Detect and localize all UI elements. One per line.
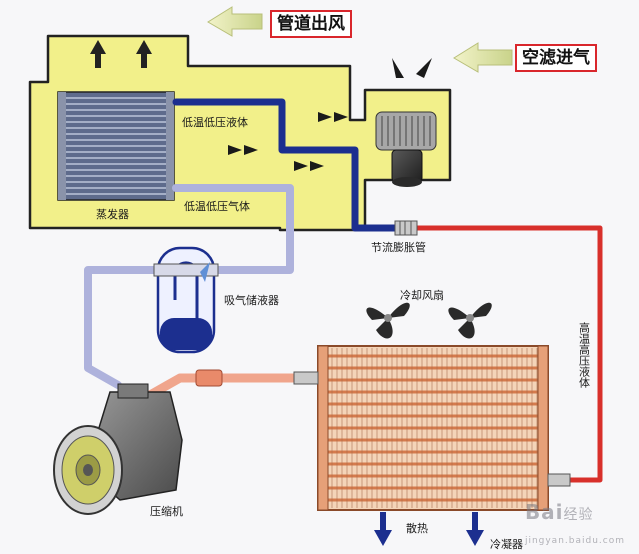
watermark: Bai经验 jingyan.baidu.com [525, 500, 625, 548]
condenser-outlet-fitting [547, 473, 571, 487]
duct-outlet-label: 管道出风 [270, 10, 352, 38]
watermark-suffix: 经验 [563, 507, 594, 523]
label-low-pressure-liquid: 低温低压液体 [182, 115, 248, 129]
intake-arrows [392, 58, 432, 78]
expansion-tube [394, 220, 418, 236]
discharge-muffler [195, 369, 223, 387]
outlet-airflow-arrows [90, 40, 152, 68]
low-pressure-liquid-line [172, 98, 402, 232]
accumulator-to-compressor-line [84, 266, 164, 389]
duct-outlet-arrow [207, 6, 263, 37]
label-compressor: 压缩机 [150, 504, 183, 518]
discharge-line [145, 373, 321, 400]
label-heat-dissipation: 散热 [406, 521, 428, 535]
filtered-air-arrow [453, 42, 513, 73]
label-cooling-fan: 冷却风扇 [400, 288, 444, 302]
label-condenser: 冷凝器 [490, 537, 523, 551]
accumulator [153, 246, 219, 354]
suction-gas-line [172, 184, 294, 274]
cooling-fan-right [448, 302, 492, 339]
heat-dissipation-arrows [374, 512, 484, 546]
housing-airflow-arrows [228, 112, 348, 171]
condenser-inlet-fitting [293, 371, 319, 385]
compressor [53, 383, 183, 515]
high-pressure-liquid-line [409, 225, 603, 483]
label-accumulator: 吸气储液器 [224, 293, 279, 307]
blower-fan [375, 111, 437, 187]
filtered-air-label: 空滤进气 [515, 44, 597, 72]
cooling-fan-left [366, 302, 410, 339]
watermark-brand: Bai [524, 500, 564, 524]
condenser [317, 345, 549, 511]
label-expansion-tube: 节流膨胀管 [371, 240, 426, 254]
label-evaporator: 蒸发器 [96, 207, 129, 221]
label-low-pressure-gas: 低温低压气体 [184, 199, 250, 213]
evaporator-core [57, 91, 175, 201]
watermark-site: jingyan.baidu.com [524, 536, 625, 546]
label-high-pressure-liquid: 高温高压液体 [578, 321, 591, 388]
